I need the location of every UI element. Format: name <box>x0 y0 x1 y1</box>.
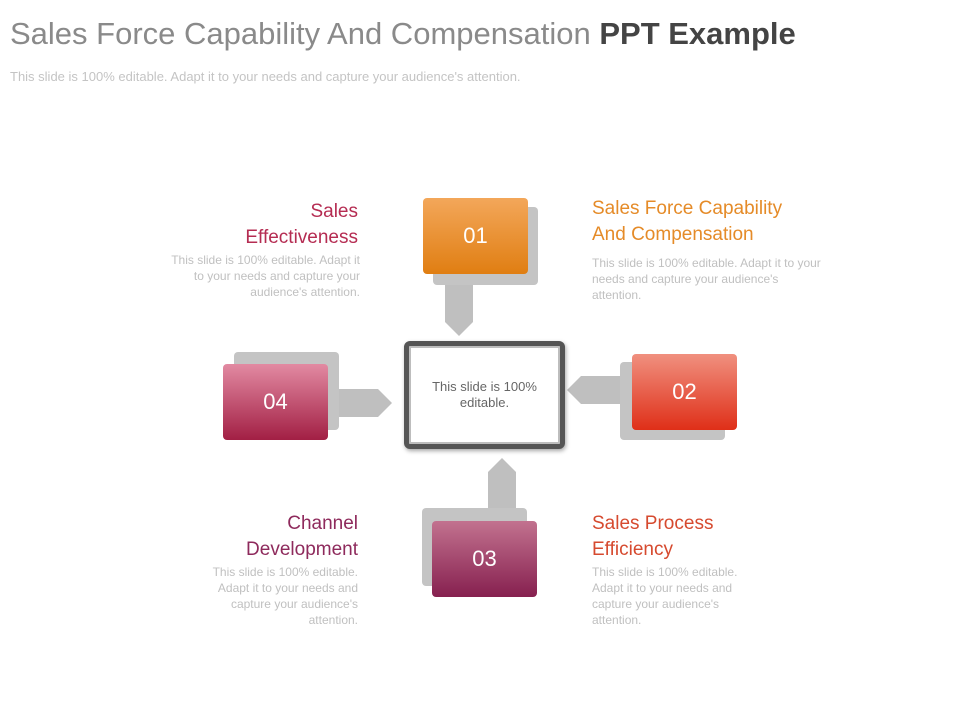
step-body-01: This slide is 100% editable. Adapt it to… <box>592 256 821 302</box>
step-body-02: This slide is 100% editable. Adapt it to… <box>592 565 738 627</box>
step-number-03: 03 <box>472 546 497 571</box>
step-heading-01: Sales Force Capability And Compensation <box>592 198 783 245</box>
step-box-01: 01 <box>423 198 528 274</box>
step-number-02: 02 <box>672 379 697 404</box>
step-body-03: This slide is 100% editable. Adapt it to… <box>212 565 358 627</box>
page-subtitle: This slide is 100% editable. Adapt it to… <box>10 69 521 84</box>
step-box-04: 04 <box>223 364 328 440</box>
title-light: Sales Force Capability And Compensation <box>10 16 591 51</box>
step-box-03: 03 <box>432 521 537 597</box>
step-number-01: 01 <box>463 223 488 248</box>
arrow-01 <box>445 285 473 336</box>
center-text: This slide is 100% editable. <box>432 379 537 410</box>
step-box-02: 02 <box>632 354 737 430</box>
center-box: This slide is 100% editable. <box>404 341 565 449</box>
step-heading-03: Channel Development <box>246 513 358 560</box>
step-heading-02: Sales Process Efficiency <box>592 513 714 560</box>
arrow-04 <box>339 389 392 417</box>
step-heading-04: Sales Effectiveness <box>245 201 358 248</box>
arrow-02 <box>567 376 620 404</box>
step-body-04: This slide is 100% editable. Adapt it to… <box>171 253 360 299</box>
arrow-03 <box>488 458 516 508</box>
page-title: Sales Force Capability And Compensation … <box>10 16 796 52</box>
title-bold: PPT Example <box>599 16 796 51</box>
step-number-04: 04 <box>263 389 288 414</box>
